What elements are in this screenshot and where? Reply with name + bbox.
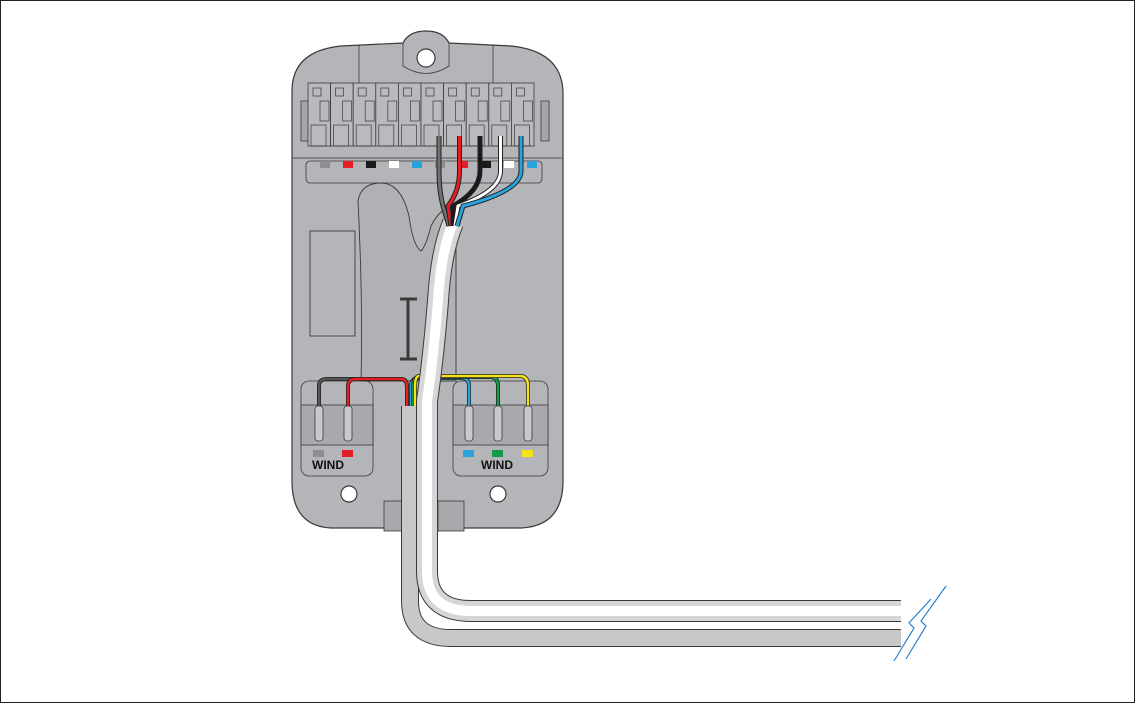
right-mounting-hole bbox=[489, 485, 507, 503]
color-swatch bbox=[342, 450, 353, 457]
terminal bbox=[352, 82, 377, 147]
left-mounting-hole bbox=[340, 485, 358, 503]
wire bbox=[446, 136, 461, 227]
left-wind-label: WIND bbox=[312, 458, 344, 472]
color-swatch bbox=[504, 161, 514, 168]
wire bbox=[437, 136, 451, 227]
color-swatch bbox=[366, 161, 376, 168]
wire-ferrule bbox=[523, 405, 533, 442]
terminal bbox=[443, 82, 467, 147]
right-wind-label: WIND bbox=[481, 458, 513, 472]
color-swatch bbox=[320, 161, 330, 168]
color-swatch bbox=[389, 161, 399, 168]
label-slot bbox=[309, 230, 356, 337]
wire-ferrule bbox=[314, 405, 324, 442]
terminal bbox=[375, 82, 399, 147]
terminal bbox=[307, 82, 332, 147]
wire-ferrule bbox=[343, 405, 353, 442]
top-mounting-hole bbox=[416, 48, 436, 68]
wire bbox=[413, 374, 530, 411]
terminal bbox=[397, 82, 422, 147]
wire bbox=[451, 136, 482, 226]
wire bbox=[453, 136, 502, 227]
wire bbox=[346, 377, 409, 411]
bottom-wires bbox=[313, 374, 533, 457]
wire-ferrule bbox=[464, 405, 474, 442]
color-swatch bbox=[343, 161, 353, 168]
top-wires bbox=[436, 136, 524, 227]
wire-ferrule bbox=[493, 405, 503, 442]
color-swatch bbox=[313, 450, 324, 457]
strain-relief-i-mark bbox=[400, 297, 417, 361]
top-terminal-block bbox=[307, 82, 535, 147]
color-swatch bbox=[412, 161, 422, 168]
color-swatch bbox=[492, 450, 503, 457]
color-swatch bbox=[458, 161, 468, 168]
color-swatch bbox=[522, 450, 533, 457]
terminal bbox=[330, 82, 354, 147]
color-swatch bbox=[481, 161, 491, 168]
cable-break-line bbox=[905, 585, 947, 660]
wire bbox=[455, 136, 523, 227]
color-swatch bbox=[527, 161, 537, 168]
color-swatch bbox=[463, 450, 474, 457]
